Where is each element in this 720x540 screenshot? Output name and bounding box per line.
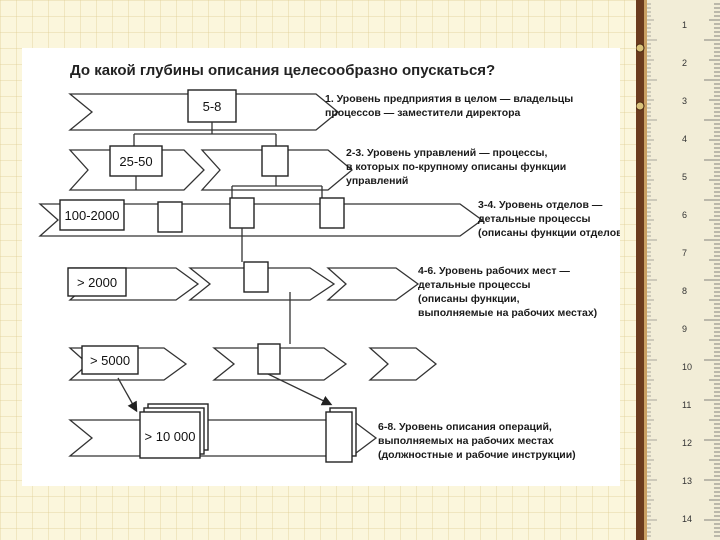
document-stack-icon — [139, 411, 201, 459]
process-arrow — [38, 203, 484, 237]
ruler-number: 9 — [682, 324, 687, 334]
level-description-line: выполняемые на рабочих местах) — [418, 307, 597, 319]
level-description-line: (описаны функции отделов) — [478, 227, 620, 239]
level-count: 5-8 — [203, 99, 222, 114]
connector-line — [135, 176, 323, 198]
level-description-line: 2-3. Уровень управлений — процессы, — [346, 147, 548, 159]
ruler-number: 5 — [682, 172, 687, 182]
ruler-number: 11 — [682, 400, 691, 410]
process-arrow — [326, 267, 420, 301]
level-description-line: 6-8. Уровень описания операций, — [378, 421, 552, 433]
ruler-edge-light — [644, 0, 647, 540]
ruler-body — [647, 0, 720, 540]
level-count: > 5000 — [90, 353, 130, 368]
level-description-line: детальные процессы — [478, 213, 591, 225]
level-count: > 2000 — [77, 275, 117, 290]
count-box — [109, 145, 163, 177]
ruler-number: 6 — [682, 210, 687, 220]
ruler-edge-dark — [636, 0, 644, 540]
ruler-number: 8 — [682, 286, 687, 296]
ruler-number: 4 — [682, 134, 687, 144]
level-description-line: (должностные и рабочие инструкции) — [378, 449, 576, 461]
screw-icon — [636, 43, 645, 111]
level-description-line: выполняемых на рабочих местах — [378, 435, 554, 447]
level-description-line: (описаны функции, — [418, 293, 520, 305]
count-box — [59, 199, 125, 231]
level-description-line: управлений — [346, 175, 408, 187]
process-doc-icon — [261, 145, 289, 177]
level-count: > 10 000 — [145, 429, 196, 444]
process-doc-icon — [243, 261, 269, 293]
process-doc-icon — [157, 201, 183, 233]
hierarchy-diagram: До какой глубины описания целесообразно … — [38, 62, 620, 463]
count-box — [67, 267, 127, 297]
process-arrow — [368, 347, 438, 381]
level-description-line: 3-4. Уровень отделов — — [478, 199, 603, 211]
ruler-number: 3 — [682, 96, 687, 106]
level-description-line: 4-6. Уровень рабочих мест — — [418, 265, 570, 277]
ruler-number: 2 — [682, 58, 687, 68]
level-description-line: в которых по-крупному описаны функции — [346, 161, 566, 173]
process-doc-icon — [257, 343, 281, 375]
count-box — [81, 345, 139, 375]
process-doc-icon — [319, 197, 345, 229]
level-description-line: процессов — заместители директора — [325, 107, 521, 119]
ruler-number: 12 — [682, 438, 692, 448]
diagram-title: До какой глубины описания целесообразно … — [70, 62, 495, 79]
ruler-number: 1 — [682, 20, 687, 30]
pointer-arrow — [117, 377, 138, 413]
process-doc-icon — [229, 197, 255, 229]
document-stack-icon — [325, 411, 353, 463]
slide: До какой глубины описания целесообразно … — [22, 48, 620, 486]
pointer-arrow — [267, 373, 333, 406]
level-description-line: 1. Уровень предприятия в целом — владель… — [325, 93, 573, 105]
connector-line — [133, 122, 277, 146]
ruler-ticks — [647, 3, 720, 537]
level-description-line: детальные процессы — [418, 279, 531, 291]
level-count: 25-50 — [119, 154, 152, 169]
ruler-number: 7 — [682, 248, 687, 258]
ruler-number: 14 — [682, 514, 692, 524]
ruler-number: 13 — [682, 476, 692, 486]
count-box — [187, 89, 237, 123]
level-count: 100-2000 — [65, 208, 120, 223]
ruler-number: 10 — [682, 362, 692, 372]
